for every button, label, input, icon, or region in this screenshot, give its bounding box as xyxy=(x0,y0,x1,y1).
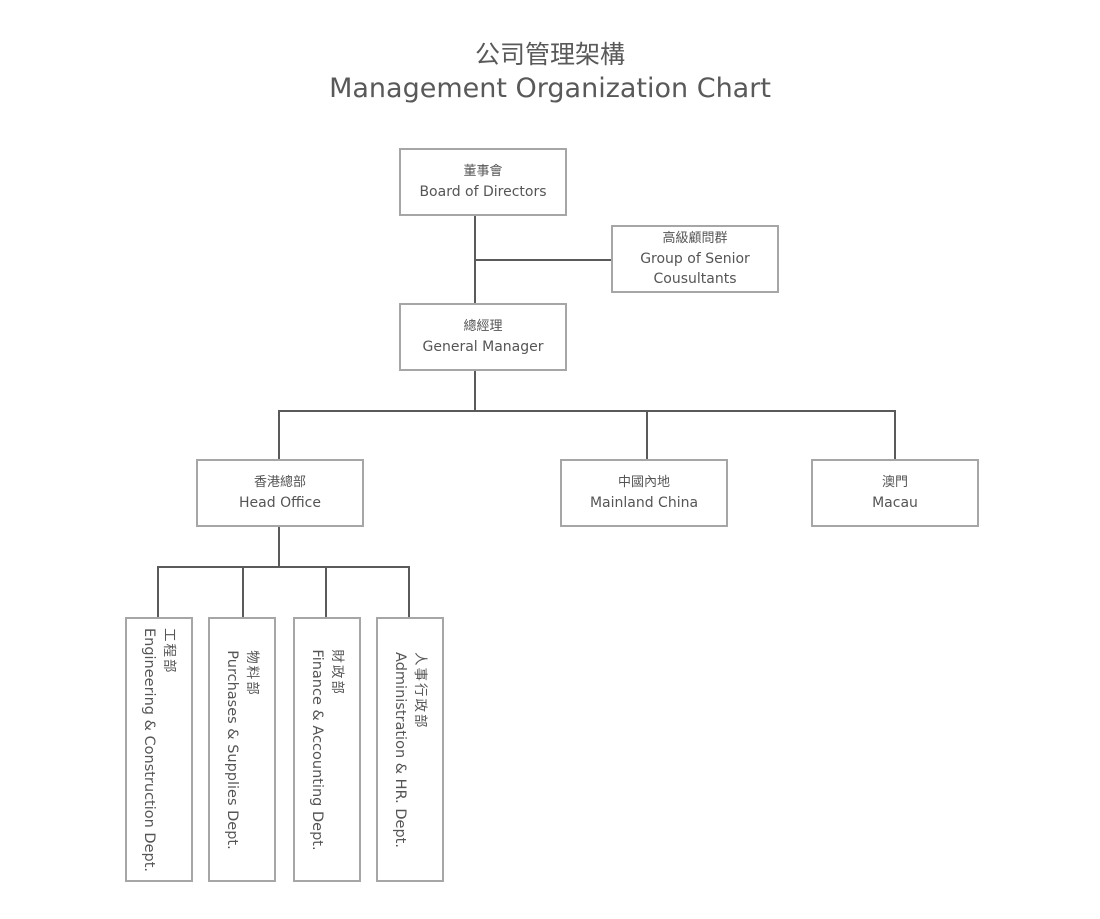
node-macau: 澳門 Macau xyxy=(811,459,979,527)
node-label-en: Macau xyxy=(872,495,918,511)
node-purchases-dept: Purchases & Supplies Dept. 物料部 xyxy=(208,617,276,882)
node-label-en: Administration & HR. Dept. xyxy=(392,651,408,848)
node-label-zh: 董事會 xyxy=(463,164,503,179)
node-label-en: Board of Directors xyxy=(419,184,547,200)
node-label-en: Engineering & Construction Dept. xyxy=(141,627,157,872)
node-label-en: Finance & Accounting Dept. xyxy=(309,648,325,851)
node-label-en: Purchases & Supplies Dept. xyxy=(224,649,240,850)
node-administration-dept: Administration & HR. Dept. 人事行政部 xyxy=(376,617,444,882)
node-label-en: General Manager xyxy=(422,339,544,355)
node-vertical-label: Finance & Accounting Dept. 財政部 xyxy=(307,649,347,850)
node-vertical-label: Purchases & Supplies Dept. 物料部 xyxy=(222,650,262,849)
chart-title: 公司管理架構 Management Organization Chart xyxy=(0,38,1100,106)
node-label-zh: 工程部 xyxy=(161,627,177,674)
chart-title-english: Management Organization Chart xyxy=(329,73,771,104)
chart-title-chinese: 公司管理架構 xyxy=(474,40,625,69)
node-label-zh: 人事行政部 xyxy=(412,651,428,730)
node-label-zh: 澳門 xyxy=(881,475,908,490)
node-label-zh: 總經理 xyxy=(463,319,503,334)
node-label-en: Group of Senior Cousultants xyxy=(640,251,750,287)
node-general-manager: 總經理 General Manager xyxy=(399,303,567,371)
node-label-zh: 香港總部 xyxy=(253,475,306,490)
node-mainland-china: 中國內地 Mainland China xyxy=(560,459,728,527)
node-finance-dept: Finance & Accounting Dept. 財政部 xyxy=(293,617,361,882)
node-engineering-dept: Engineering & Construction Dept. 工程部 xyxy=(125,617,193,882)
node-board-of-directors: 董事會 Board of Directors xyxy=(399,148,567,216)
node-label-zh: 中國內地 xyxy=(617,475,670,490)
node-label-en: Head Office xyxy=(239,495,321,511)
node-head-office: 香港總部 Head Office xyxy=(196,459,364,527)
node-label-en: Mainland China xyxy=(589,495,699,511)
node-vertical-label: Engineering & Construction Dept. 工程部 xyxy=(139,627,179,871)
node-label-zh: 高級顧問群 xyxy=(662,231,728,246)
node-label-zh: 財政部 xyxy=(329,648,345,696)
node-vertical-label: Administration & HR. Dept. 人事行政部 xyxy=(390,652,430,848)
node-senior-consultants: 高級顧問群 Group of Senior Cousultants xyxy=(611,225,779,293)
node-label-zh: 物料部 xyxy=(244,649,260,697)
